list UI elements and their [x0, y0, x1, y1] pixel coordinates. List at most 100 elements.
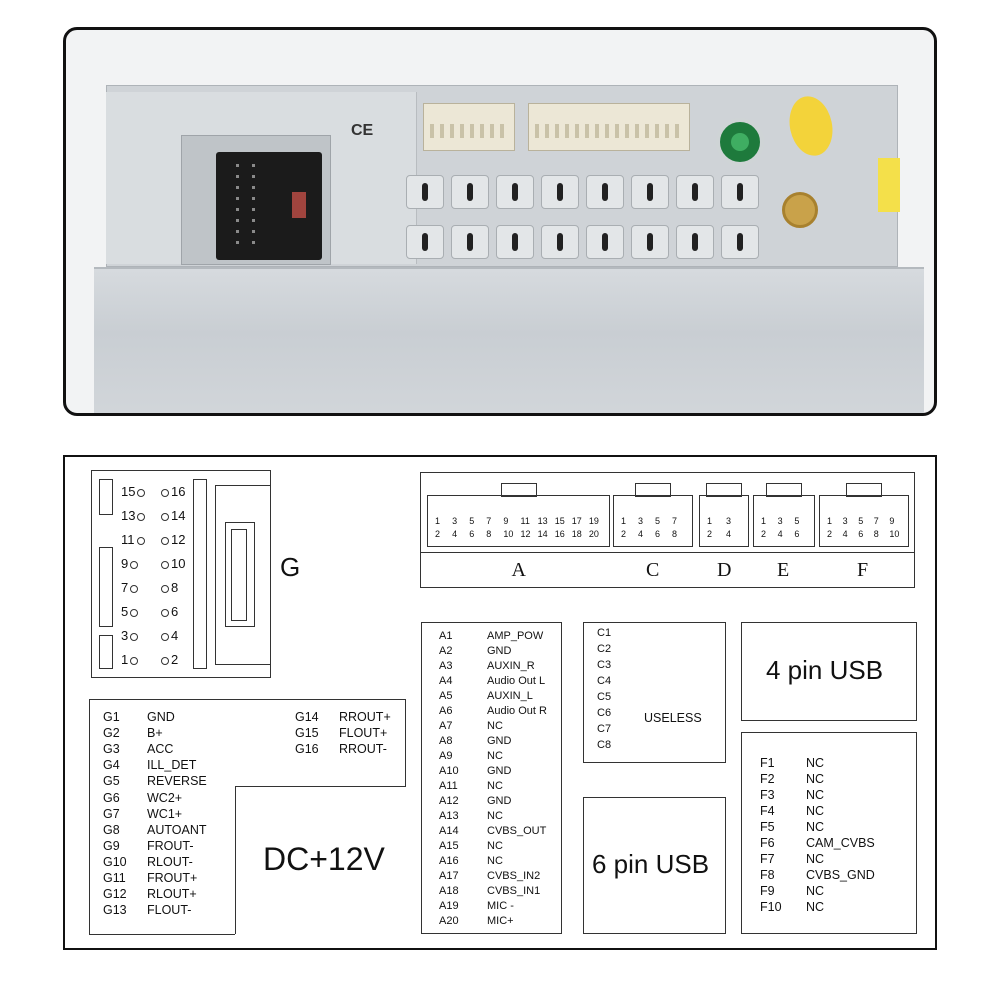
iso-pin-dot [252, 186, 255, 189]
connector-d-latch [706, 483, 742, 497]
connector-e-latch [766, 483, 802, 497]
iso-pin-dot [252, 197, 255, 200]
dc-12v-label: DC+12V [263, 841, 385, 877]
g-latch-inner [231, 529, 247, 621]
a-pin-id: A6 [439, 705, 453, 717]
rca-jack [406, 225, 444, 259]
g-pin-number: 8 [171, 580, 179, 595]
f-pin-id: F1 [760, 756, 775, 770]
a-pin-signal: GND [487, 795, 512, 807]
header-pin-even: 4 [777, 529, 783, 539]
g-pin-hole [136, 536, 145, 545]
g-pin-hole [161, 608, 169, 617]
g-pin-signal: REVERSE [147, 774, 207, 789]
g-pin-hole [161, 536, 169, 545]
header-baseline [420, 552, 915, 553]
a-pin-signal: AUXIN_L [487, 690, 533, 702]
g-pin-hole [161, 656, 169, 665]
header-pin-odd: 3 [452, 516, 458, 526]
rca-jack [496, 175, 534, 209]
g-connector-outline [91, 470, 271, 678]
rca-jack [586, 225, 624, 259]
header-pin-odd: 1 [827, 516, 833, 526]
socket-red-latch [292, 192, 306, 218]
g-pin-left: 13 [121, 508, 146, 523]
header-pin-even: 20 [588, 529, 599, 539]
g-pin-id: G2 [103, 726, 120, 741]
a-pin-id: A3 [439, 660, 453, 672]
g-pin-signal: ACC [147, 742, 174, 757]
iso-pin-dot [236, 186, 239, 189]
a-pin-signal: CVBS_IN2 [487, 870, 541, 882]
a-pin-signal: GND [487, 645, 512, 657]
rca-jack [676, 225, 714, 259]
g-pin-signal: FROUT+ [147, 871, 198, 885]
connector-f-outline [819, 495, 909, 547]
connector-name-a: A [511, 559, 526, 581]
g-pin-id: G16 [295, 742, 319, 757]
a-pin-id: A2 [439, 645, 453, 657]
header-pin-even: 10 [889, 529, 900, 539]
g-pin-hole [130, 608, 139, 617]
g-pin-right: 12 [161, 532, 185, 547]
g-pinout-step [235, 786, 406, 787]
a-pin-signal: CVBS_IN1 [487, 885, 541, 897]
header-pin-even: 8 [873, 529, 879, 539]
g-pin-number: 9 [121, 556, 129, 571]
a-pin-signal: NC [487, 720, 503, 732]
g-pin-signal: WC2+ [147, 790, 183, 805]
iso-power-socket [216, 152, 322, 260]
header-pin-even: 2 [435, 529, 441, 539]
g-pin-right: 10 [161, 556, 185, 571]
connector-e-outline [753, 495, 815, 547]
c-pinout-box [583, 622, 726, 763]
header-pin-odd: 5 [655, 516, 661, 526]
a-pin-id: A7 [439, 720, 453, 732]
g-pin-id: G6 [103, 790, 120, 805]
g-pin-id: G1 [103, 710, 120, 724]
f-pin-id: F3 [760, 788, 775, 802]
g-pin-left: 11 [121, 532, 145, 547]
a-pin-signal: NC [487, 750, 503, 762]
usb-4pin-label: 4 pin USB [766, 655, 884, 685]
a-pin-id: A1 [439, 630, 453, 642]
c-useless-note: USELESS [644, 711, 702, 725]
g-pin-number: 12 [171, 532, 186, 547]
a-pin-id: A17 [439, 870, 459, 882]
g-pin-signal: RROUT+ [339, 710, 391, 724]
header-pin-even: 4 [638, 529, 644, 539]
g-pin-id: G13 [103, 903, 127, 918]
rca-jack [541, 175, 579, 209]
g-pin-signal: RLOUT- [147, 854, 193, 869]
a-pin-id: A8 [439, 735, 453, 747]
g-pin-hole [137, 512, 146, 521]
mic-port [716, 118, 764, 166]
header-pin-even: 10 [503, 529, 514, 539]
g-pin-number: 3 [121, 628, 129, 643]
g-pin-id: G5 [103, 774, 120, 789]
iso-pin-dot [252, 208, 255, 211]
g-pin-number: 7 [121, 580, 129, 595]
g-pin-id: G4 [103, 758, 120, 773]
header-pin-even: 6 [655, 529, 661, 539]
g-pin-hole [161, 560, 169, 569]
header-pin-odd: 1 [707, 516, 713, 526]
a-pin-id: A16 [439, 855, 459, 867]
g-pin-right: 6 [161, 604, 178, 619]
g-pin-number: 13 [121, 508, 136, 523]
header-pin-even: 4 [726, 529, 732, 539]
header-pin-even: 2 [761, 529, 767, 539]
rca-jack [631, 225, 669, 259]
f-pin-signal: NC [806, 884, 825, 898]
a-pin-signal: Audio Out L [487, 675, 546, 687]
g-pin-number: 10 [171, 556, 186, 571]
connector-f-latch [846, 483, 882, 497]
g-pin-signal: FLOUT- [147, 903, 192, 918]
header-pin-even: 2 [621, 529, 627, 539]
unit-chassis [94, 267, 924, 413]
a-pin-id: A20 [439, 915, 459, 927]
f-pin-id: F5 [760, 820, 775, 834]
g-pin-id: G7 [103, 806, 120, 821]
gps-antenna-port [782, 192, 818, 228]
g-pin-left: 1 [121, 652, 139, 667]
